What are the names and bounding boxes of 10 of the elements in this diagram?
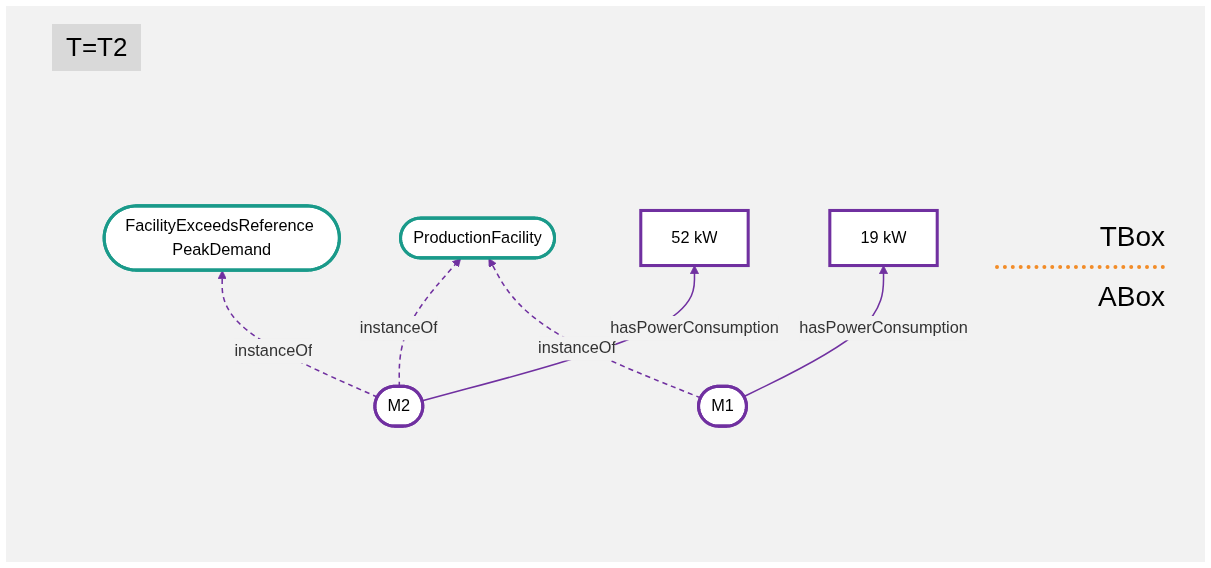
edge-label: instanceOf	[359, 319, 438, 337]
node-box: 52 kW	[639, 208, 750, 268]
edge-label: instanceOf	[234, 341, 313, 360]
title: T=T2	[52, 24, 142, 71]
edge-label: hasPowerConsumption	[799, 319, 968, 337]
node-box: 19 kW	[828, 208, 939, 268]
layer-label: ABox	[1097, 281, 1165, 313]
edge-label: instanceOf	[538, 339, 617, 357]
edge-label: hasPowerConsumption	[610, 319, 779, 337]
layer-label: TBox	[1098, 221, 1165, 253]
